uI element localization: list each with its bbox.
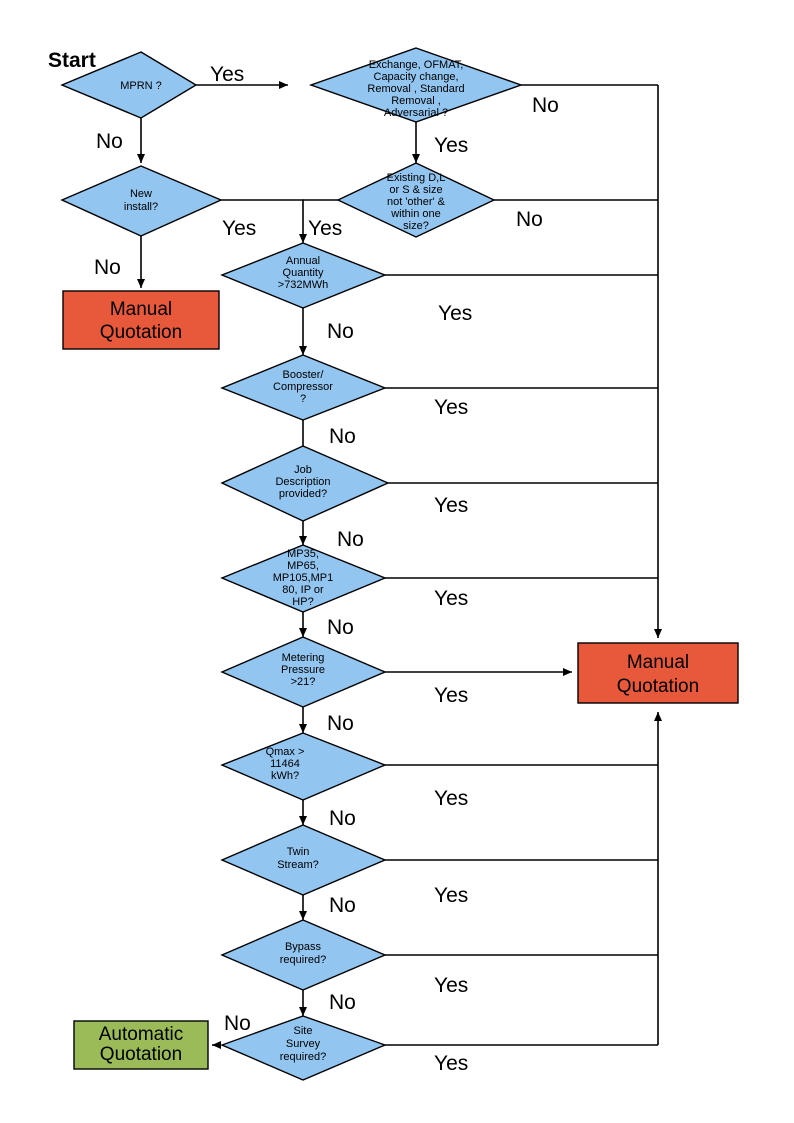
terminal-manual-right-line-1: Quotation (617, 676, 699, 697)
label-newinstall-no: No (94, 256, 121, 279)
decision-exchange-line-3: Removal , (391, 95, 441, 107)
decision-sitesurvey-line-1: Survey (286, 1038, 321, 1050)
decision-existing-line-3: within one (390, 208, 441, 220)
decision-exchange-line-1: Capacity change, (374, 71, 459, 83)
decision-exchange-line-2: Removal , Standard (367, 83, 464, 95)
decision-booster-line-2: ? (300, 393, 306, 405)
decision-newinstall-line-1: install? (124, 201, 158, 213)
decision-qmax-line-0: Qmax > (266, 746, 305, 758)
label-sitesurvey-no: No (224, 1012, 251, 1035)
decision-annual-line-0: Annual (286, 255, 320, 267)
decision-jobdesc-line-1: Description (275, 476, 330, 488)
decision-jobdesc[interactable]: Job Description provided? (220, 445, 390, 522)
label-jobdesc-yes: Yes (434, 494, 468, 517)
label-sitesurvey-yes: Yes (434, 1052, 468, 1075)
label-existing-no: No (516, 208, 543, 231)
label-exchange-yes: Yes (434, 134, 468, 157)
decision-annual-line-2: >732MWh (278, 279, 328, 291)
label-mprn-no: No (96, 130, 123, 153)
decision-annual[interactable]: Annual Quantity >732MWh (220, 242, 387, 309)
label-mpclass-no: No (327, 616, 354, 639)
decision-existing-line-2: not 'other' & (387, 196, 446, 208)
decision-booster-line-1: Compressor (273, 381, 333, 393)
label-mpclass-yes: Yes (434, 587, 468, 610)
edge-label-layer: Start Yes No No Yes Yes No Yes No Yes No… (48, 49, 559, 1075)
terminal-manual-right-line-0: Manual (627, 652, 689, 673)
label-annual-no: No (327, 320, 354, 343)
decision-existing[interactable]: Existing D,L or S & size not 'other' & w… (336, 162, 496, 238)
decision-bypass[interactable]: Bypass required? (220, 919, 387, 991)
label-booster-no: No (329, 425, 356, 448)
decision-booster[interactable]: Booster/ Compressor ? (220, 354, 387, 421)
terminal-manual-left[interactable]: Manual Quotation (62, 290, 220, 350)
decision-exchange-line-4: Adversarial ? (384, 107, 448, 119)
decision-booster-line-0: Booster/ (283, 369, 325, 381)
decision-mpclass-line-2: MP105,MP1 (273, 572, 334, 584)
label-mprn-yes: Yes (210, 63, 244, 86)
connector-layer (137, 81, 662, 1049)
decision-twin[interactable]: Twin Stream? (220, 824, 387, 896)
label-jobdesc-no: No (337, 528, 364, 551)
label-metering-no: No (327, 712, 354, 735)
decision-qmax-line-1: 11464 (270, 758, 300, 770)
decision-existing-line-0: Existing D,L (387, 172, 446, 184)
label-exchange-no: No (532, 94, 559, 117)
decision-bypass-line-1: required? (280, 954, 326, 966)
decision-mpclass-line-0: MP35, (287, 548, 319, 560)
decision-twin-line-0: Twin (287, 846, 310, 858)
decision-metering-line-1: Pressure (281, 664, 325, 676)
decision-sitesurvey-line-2: required? (280, 1051, 326, 1063)
decision-mpclass-line-3: 80, IP or (282, 584, 324, 596)
decision-jobdesc-line-0: Job (294, 464, 312, 476)
terminal-automatic[interactable]: Automatic Quotation (73, 1020, 209, 1070)
label-existing-yes: Yes (308, 217, 342, 240)
decision-metering-line-0: Metering (282, 652, 325, 664)
label-bypass-yes: Yes (434, 974, 468, 997)
decision-mpclass[interactable]: MP35, MP65, MP105,MP1 80, IP or HP? (220, 544, 387, 613)
terminal-automatic-line-1: Quotation (100, 1044, 182, 1065)
decision-mprn[interactable]: MPRN ? (60, 51, 198, 119)
decision-annual-line-1: Quantity (283, 267, 324, 279)
decision-bypass-line-0: Bypass (285, 941, 322, 953)
decision-exchange[interactable]: Exchange, OFMAT, Capacity change, Remova… (308, 47, 524, 123)
terminal-automatic-line-0: Automatic (99, 1024, 183, 1045)
decision-jobdesc-line-2: provided? (279, 488, 327, 500)
decision-sitesurvey[interactable]: Site Survey required? (220, 1015, 387, 1081)
label-bypass-no: No (329, 991, 356, 1014)
decision-mpclass-line-4: HP? (292, 596, 313, 608)
decision-sitesurvey-line-0: Site (294, 1025, 313, 1037)
decision-mprn-line-0: MPRN ? (120, 80, 162, 92)
decision-existing-line-4: size? (403, 220, 429, 232)
terminal-layer: Manual Quotation Manual Quotation Automa… (62, 290, 739, 1070)
label-twin-no: No (329, 894, 356, 917)
decision-metering-line-2: >21? (291, 676, 316, 688)
decision-existing-line-1: or S & size (389, 184, 442, 196)
decision-twin-line-1: Stream? (277, 859, 319, 871)
label-qmax-no: No (329, 807, 356, 830)
decision-newinstall[interactable]: New install? (60, 165, 223, 237)
label-metering-yes: Yes (434, 684, 468, 707)
decision-exchange-line-0: Exchange, OFMAT, (369, 59, 464, 71)
label-annual-yes: Yes (438, 302, 472, 325)
label-booster-yes: Yes (434, 396, 468, 419)
decision-qmax[interactable]: Qmax > 11464 kWh? (220, 732, 387, 801)
label-newinstall-yes: Yes (222, 217, 256, 240)
terminal-manual-left-line-1: Quotation (100, 322, 182, 343)
terminal-manual-right[interactable]: Manual Quotation (577, 642, 739, 704)
decision-newinstall-line-0: New (130, 188, 152, 200)
terminal-manual-left-line-0: Manual (110, 299, 172, 320)
decision-mpclass-line-1: MP65, (287, 560, 319, 572)
decision-qmax-line-2: kWh? (271, 770, 299, 782)
label-twin-yes: Yes (434, 884, 468, 907)
start-label: Start (48, 49, 96, 72)
label-qmax-yes: Yes (434, 787, 468, 810)
decision-metering[interactable]: Metering Pressure >21? (220, 636, 387, 708)
decision-layer: MPRN ? Exchange, OFMAT, Capacity change,… (60, 47, 524, 1081)
